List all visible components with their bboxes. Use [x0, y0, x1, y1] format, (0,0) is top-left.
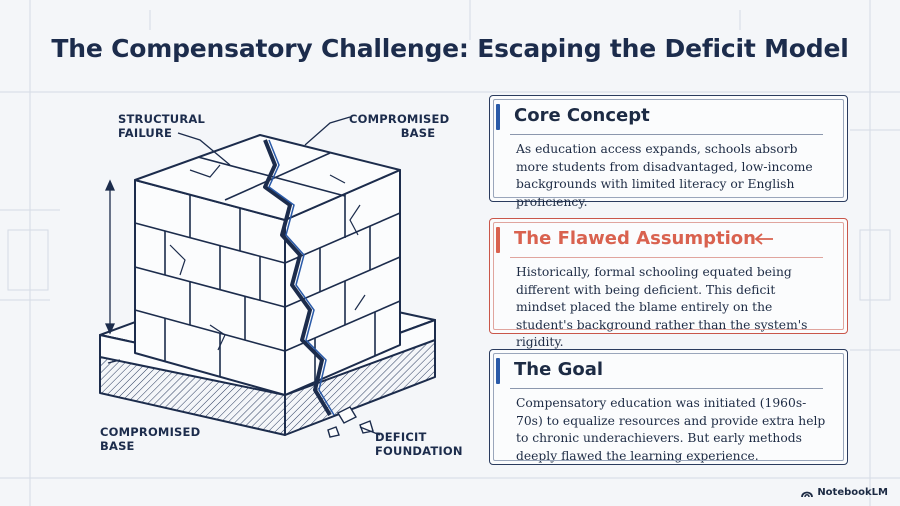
card-divider	[510, 388, 823, 389]
label-compromised-base-top: COMPROMISED BASE	[349, 112, 450, 140]
page-title: The Compensatory Challenge: Escaping the…	[51, 34, 849, 63]
card-body: As education access expands, schools abs…	[516, 142, 813, 209]
card-accent-bar	[496, 227, 500, 253]
card-accent-bar	[496, 358, 500, 384]
card-core-concept: Core Concept As education access expands…	[489, 95, 848, 209]
label-deficit-foundation: DEFICIT FOUNDATION	[375, 430, 463, 458]
card-title: The Flawed Assumption	[514, 228, 756, 249]
card-flawed-assumption: The Flawed Assumption Historically, form…	[489, 218, 848, 349]
card-body: Historically, formal schooling equated b…	[516, 265, 808, 349]
brand-label: NotebookLM	[817, 487, 888, 498]
card-the-goal: The Goal Compensatory education was init…	[489, 349, 848, 465]
card-divider	[510, 257, 823, 258]
label-structural-failure: STRUCTURAL FAILURE	[118, 112, 206, 140]
card-body: Compensatory education was initiated (19…	[516, 396, 826, 463]
arrow-left-icon	[754, 233, 773, 245]
brand-notebooklm: NotebookLM	[801, 487, 888, 498]
card-title: The Goal	[514, 359, 604, 380]
notebooklm-logo-icon	[801, 491, 814, 497]
label-compromised-base-bottom: COMPROMISED BASE	[100, 425, 201, 453]
card-divider	[510, 134, 823, 135]
cracked-brick-block-icon	[99, 116, 436, 438]
card-accent-bar	[496, 104, 500, 130]
card-title: Core Concept	[514, 105, 650, 126]
